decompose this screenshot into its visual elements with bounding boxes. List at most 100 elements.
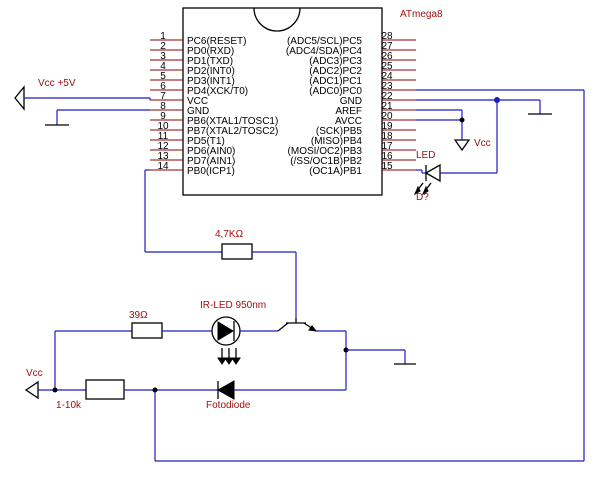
chip-pin-right: 16 (/SS/OC1B)PB2 bbox=[290, 151, 416, 167]
vcc-top-label: Vcc +5V bbox=[38, 78, 76, 89]
ir-led-label: IR-LED 950nm bbox=[200, 300, 266, 311]
pin-number: 6 bbox=[160, 81, 166, 92]
pin-name: (ADC2)PC2 bbox=[309, 66, 362, 77]
vcc-top-arrow bbox=[14, 85, 25, 111]
chip-pin-left: 10 PB7(XTAL2/TOSC2) bbox=[150, 121, 278, 137]
pin-name: (ADC1)PC1 bbox=[309, 76, 362, 87]
chip-pin-right: 17(MOSI/OC2)PB3 bbox=[288, 141, 416, 157]
pin-name: AREF bbox=[335, 106, 362, 117]
avcc-network: Vcc bbox=[416, 109, 491, 152]
pin-number: 14 bbox=[157, 161, 169, 172]
chip-pin-left: 7 VCC bbox=[150, 91, 208, 107]
chip-pin-right: 24 (ADC1)PC1 bbox=[309, 71, 416, 87]
pin-name: PB0(ICP1) bbox=[187, 166, 235, 177]
chip-pin-left: 14 PB0(ICP1) bbox=[150, 161, 235, 177]
resistor-pot-label: 1-10k bbox=[56, 400, 82, 411]
pin-number: 4 bbox=[160, 61, 166, 72]
vcc-left-label: Vcc bbox=[26, 368, 43, 379]
led-body bbox=[424, 163, 441, 183]
pin-name: (OC1A)PB1 bbox=[309, 166, 362, 177]
base-resistor-network: 4,7KΩ bbox=[144, 169, 297, 318]
chip-name: ATmega8 bbox=[400, 9, 443, 20]
chip-pin-left: 12 PD6(AIN0) bbox=[150, 141, 235, 157]
pin-number: 3 bbox=[160, 51, 166, 62]
chip-pin-right: 15 (OC1A)PB1 bbox=[309, 161, 416, 177]
resistor-base bbox=[221, 243, 253, 260]
pin-name: AVCC bbox=[335, 116, 362, 127]
pin-name: PD4(XCK/T0) bbox=[187, 86, 248, 97]
chip-notch bbox=[253, 7, 301, 32]
chip-pin-left: 6 PD4(XCK/T0) bbox=[150, 81, 248, 97]
pin-name: VCC bbox=[187, 96, 208, 107]
pin-number: 11 bbox=[158, 131, 169, 142]
pin-number: 7 bbox=[160, 91, 166, 102]
pin-number: 21 bbox=[381, 101, 393, 112]
pin-number: 25 bbox=[381, 61, 393, 72]
pin-number: 22 bbox=[381, 91, 393, 102]
status-led: LED D? bbox=[413, 150, 441, 203]
pin-number: 23 bbox=[381, 81, 393, 92]
chip-pin-right: 21 AREF bbox=[335, 101, 416, 117]
pin-number: 12 bbox=[157, 141, 169, 152]
pin-number: 27 bbox=[381, 41, 393, 52]
chip-pin-right: 18 (MISO)PB4 bbox=[311, 131, 416, 147]
vcc-right-label: Vcc bbox=[474, 138, 491, 149]
pin-number: 16 bbox=[381, 151, 393, 162]
chip-pin-right: 19 (SCK)PB5 bbox=[316, 121, 416, 137]
adc0-wire bbox=[154, 89, 585, 462]
gnd-left-pin8 bbox=[45, 109, 150, 126]
pin-name: PD1(TXD) bbox=[187, 56, 233, 67]
pin-number: 24 bbox=[381, 71, 393, 82]
resistor-pot bbox=[85, 379, 125, 400]
chip-pin-right: 28(ADC5/SCL)PC5 bbox=[287, 31, 416, 47]
pin-number: 2 bbox=[160, 41, 166, 52]
pin-name: (ADC0)PC0 bbox=[309, 86, 362, 97]
ir-led-triangle bbox=[217, 321, 234, 341]
transistor bbox=[277, 318, 318, 332]
pin-name: (/SS/OC1B)PB2 bbox=[290, 156, 362, 167]
pin-name: (SCK)PB5 bbox=[316, 126, 363, 137]
ir-led-branch: 39Ω IR-LED 950nm bbox=[54, 300, 278, 390]
photodiode-branch: Vcc 1-10k Fotodiode bbox=[24, 368, 346, 411]
junction-adc0 bbox=[152, 387, 158, 393]
chip-pin-left: 2 PD0(RXD) bbox=[150, 41, 234, 57]
pin-number: 9 bbox=[160, 111, 166, 122]
pin-number: 15 bbox=[381, 161, 393, 172]
led-ref-label: D? bbox=[416, 192, 429, 203]
photodiode-label: Fotodiode bbox=[206, 400, 251, 411]
pin-name: PC6(RESET) bbox=[187, 36, 246, 47]
pin-number: 18 bbox=[381, 131, 393, 142]
ir-emission-arrows bbox=[217, 348, 241, 365]
pin-name: (ADC3)PC3 bbox=[309, 56, 362, 67]
resistor-irled-label: 39Ω bbox=[129, 310, 148, 321]
chip-body bbox=[182, 7, 383, 196]
pin-name: PD0(RXD) bbox=[187, 46, 234, 57]
pin-number: 19 bbox=[381, 121, 393, 132]
vcc-top-symbol: Vcc +5V bbox=[14, 78, 151, 111]
chip-pin-right: 25 (ADC2)PC2 bbox=[309, 61, 416, 77]
chip-pin-left: 3 PD1(TXD) bbox=[150, 51, 233, 67]
pin-name: (MISO)PB4 bbox=[311, 136, 363, 147]
pin-number: 10 bbox=[157, 121, 169, 132]
pin-name: PD6(AIN0) bbox=[187, 146, 235, 157]
emitter-gnd bbox=[316, 330, 416, 390]
chip-pin-right: 27(ADC4/SDA)PC4 bbox=[286, 41, 416, 57]
pin-name: PB7(XTAL2/TOSC2) bbox=[187, 126, 278, 137]
pin-name: (ADC5/SCL)PC5 bbox=[287, 36, 362, 47]
vcc-left-arrow bbox=[24, 380, 39, 400]
led-label: LED bbox=[416, 150, 435, 161]
pin-name: PB6(XTAL1/TOSC1) bbox=[187, 116, 278, 127]
pin-number: 26 bbox=[381, 51, 393, 62]
pin-name: PD7(AIN1) bbox=[187, 156, 235, 167]
